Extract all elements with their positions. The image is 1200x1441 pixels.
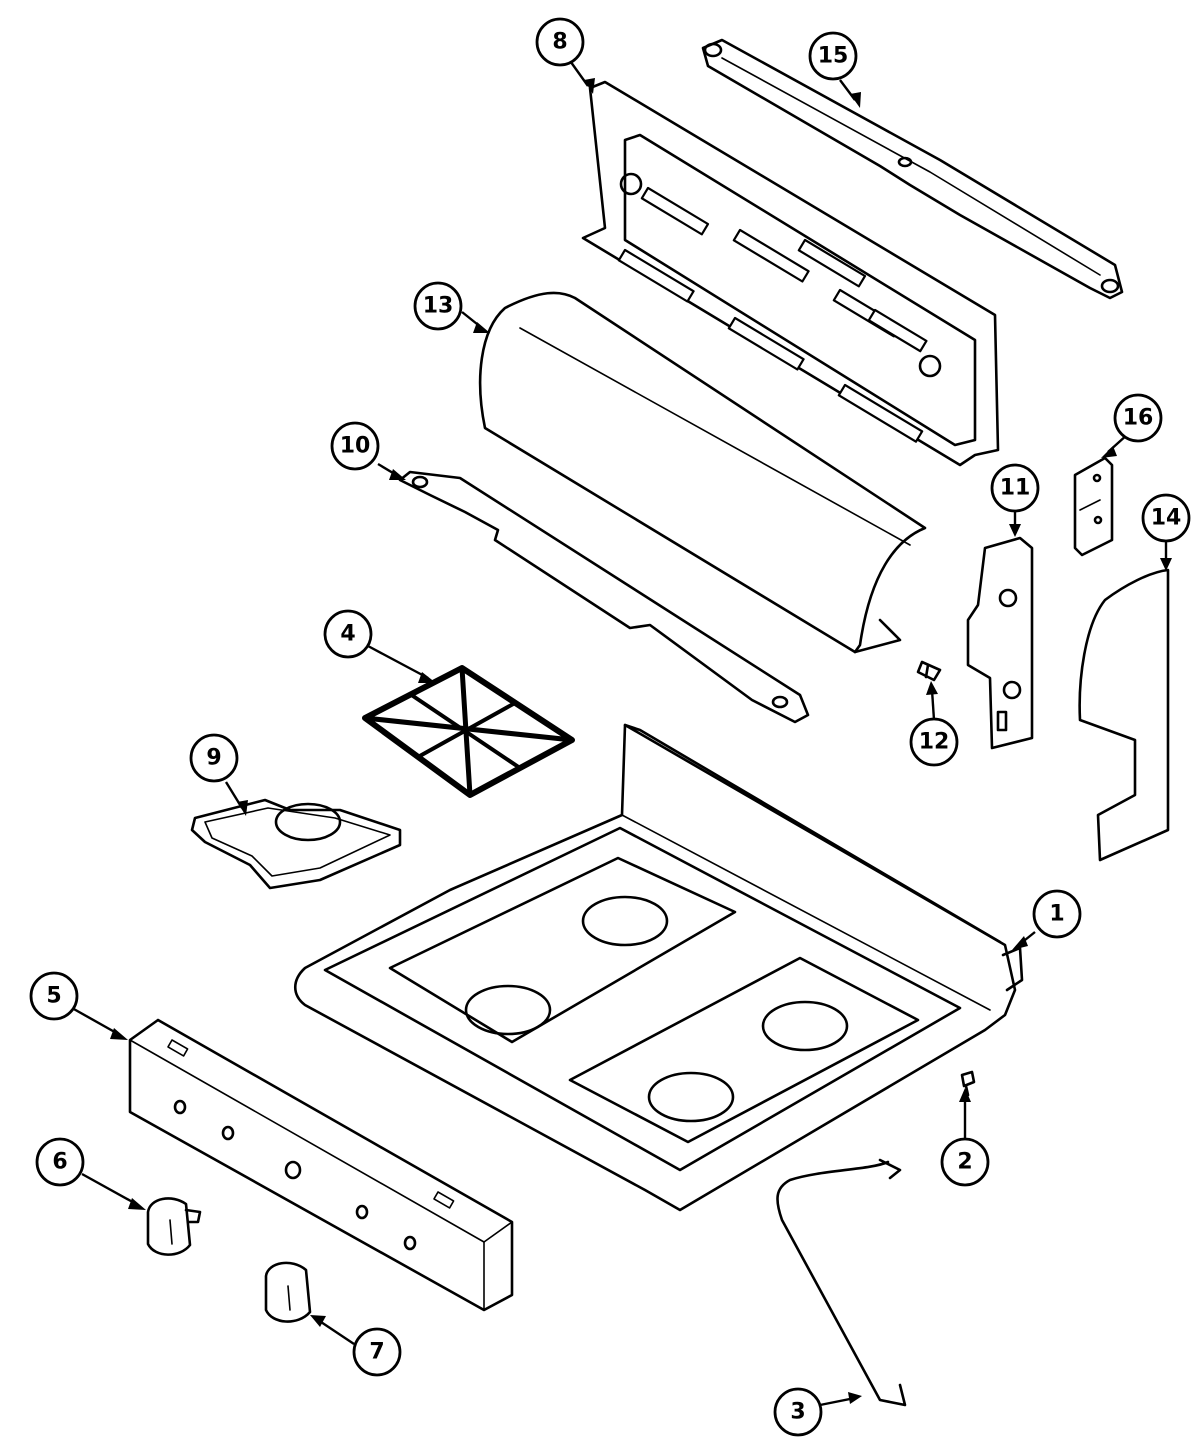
callout-11: 11 bbox=[990, 463, 1040, 513]
callout-label: 15 bbox=[818, 44, 849, 69]
part-small-bracket bbox=[1073, 456, 1114, 557]
callout-8: 8 bbox=[535, 17, 585, 67]
callout-6: 6 bbox=[35, 1137, 85, 1187]
callout-label: 8 bbox=[552, 30, 567, 55]
callout-label: 7 bbox=[369, 1340, 384, 1365]
callout-label: 12 bbox=[919, 730, 950, 755]
callout-1: 1 bbox=[1032, 889, 1082, 939]
part-burner-grate bbox=[362, 665, 575, 798]
callout-16: 16 bbox=[1113, 393, 1163, 443]
callout-label: 2 bbox=[957, 1150, 972, 1175]
callout-7: 7 bbox=[352, 1327, 402, 1377]
callout-3: 3 bbox=[773, 1387, 823, 1437]
callout-label: 3 bbox=[790, 1400, 805, 1425]
part-end-cap bbox=[1078, 568, 1170, 862]
callout-label: 13 bbox=[423, 294, 454, 319]
callout-2: 2 bbox=[940, 1137, 990, 1187]
callout-label: 9 bbox=[206, 746, 221, 771]
part-backguard bbox=[581, 80, 1000, 467]
callout-14: 14 bbox=[1141, 493, 1191, 543]
part-igniter-wire bbox=[776, 1158, 907, 1407]
callout-label: 6 bbox=[52, 1150, 67, 1175]
callout-label: 1 bbox=[1049, 902, 1064, 927]
callout-15: 15 bbox=[808, 31, 858, 81]
part-control-panel bbox=[128, 1018, 514, 1312]
part-side-panel bbox=[966, 536, 1034, 750]
callout-13: 13 bbox=[413, 281, 463, 331]
callout-4: 4 bbox=[323, 609, 373, 659]
part-clip bbox=[960, 1070, 976, 1097]
part-drip-pan bbox=[190, 798, 402, 890]
callout-label: 11 bbox=[1000, 476, 1031, 501]
part-curved-cover bbox=[478, 291, 927, 654]
part-knob-left bbox=[146, 1197, 202, 1256]
leader-lines bbox=[71, 57, 1172, 1407]
callout-9: 9 bbox=[189, 733, 239, 783]
callout-label: 5 bbox=[46, 984, 61, 1009]
part-cooktop bbox=[293, 723, 1024, 1212]
callout-12: 12 bbox=[909, 717, 959, 767]
part-top-rail bbox=[701, 38, 1124, 300]
callout-5: 5 bbox=[29, 971, 79, 1021]
part-knob-right bbox=[264, 1261, 312, 1323]
callout-10: 10 bbox=[330, 421, 380, 471]
callout-label: 4 bbox=[340, 622, 355, 647]
part-bracket-strip bbox=[398, 470, 810, 724]
part-screw bbox=[916, 660, 942, 682]
callout-label: 10 bbox=[340, 434, 371, 459]
callout-label: 14 bbox=[1151, 506, 1182, 531]
callout-label: 16 bbox=[1123, 406, 1154, 431]
